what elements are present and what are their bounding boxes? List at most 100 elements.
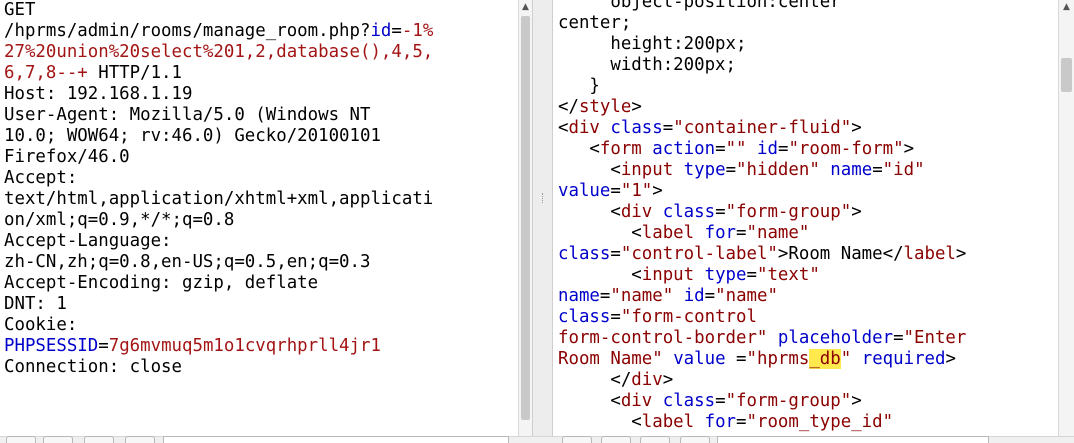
response-token: value: [558, 181, 611, 201]
toolbar-button[interactable]: [562, 436, 592, 443]
toolbar-button[interactable]: [680, 436, 710, 443]
response-line: <label for="name": [558, 223, 966, 244]
pane-divider[interactable]: [532, 0, 553, 443]
request-editor[interactable]: GET/hprms/admin/rooms/manage_room.php?id…: [4, 0, 433, 378]
response-token: required: [861, 349, 946, 369]
response-token: >: [851, 202, 862, 222]
request-line: PHPSESSID=7g6mvmuq5m1o1cvqrhprll4jr1: [4, 336, 433, 357]
request-token: Accept:: [4, 168, 78, 188]
response-token: label: [641, 223, 695, 243]
response-token: [694, 265, 704, 285]
response-token: =: [746, 265, 757, 285]
response-token: >: [652, 181, 663, 201]
scroll-thumb[interactable]: [1061, 58, 1072, 92]
scroll-thumb[interactable]: [521, 16, 530, 420]
response-token: =: [872, 160, 883, 180]
response-token: =: [736, 412, 747, 432]
response-token: class: [662, 391, 716, 411]
request-line: GET: [4, 0, 433, 21]
response-token: "form-group": [725, 391, 852, 411]
response-token: "room_type_id": [746, 412, 894, 432]
response-token: name: [558, 286, 600, 306]
response-token: height:200px;: [558, 34, 747, 54]
scroll-up-arrow-icon[interactable]: ▲: [522, 2, 529, 12]
response-token: object-position:center: [558, 0, 841, 12]
response-token: [851, 349, 861, 369]
response-token: type: [704, 265, 747, 285]
request-line: Cookie:: [4, 315, 433, 336]
response-line: name="name" id="name": [558, 286, 966, 307]
divider-grip-icon[interactable]: [542, 193, 544, 203]
response-scrollbar[interactable]: ▲: [1058, 0, 1074, 443]
response-token: Room Name": [558, 349, 663, 369]
response-token: input: [620, 160, 674, 180]
response-token: _db: [809, 349, 841, 369]
response-token: class: [662, 202, 716, 222]
response-token: class: [558, 244, 611, 264]
response-token: "hprms: [746, 349, 810, 369]
request-pane[interactable]: GET/hprms/admin/rooms/manage_room.php?id…: [0, 0, 518, 443]
request-scrollbar[interactable]: ▲: [518, 0, 532, 443]
toolbar-button[interactable]: [84, 436, 114, 443]
response-token: class: [558, 307, 611, 327]
toolbar-button[interactable]: [6, 436, 36, 443]
request-line: Accept-Encoding: gzip, deflate: [4, 273, 433, 294]
response-token: [600, 118, 610, 138]
response-token: =: [610, 307, 621, 327]
response-line: object-position:center: [558, 0, 966, 13]
request-line: DNT: 1: [4, 294, 433, 315]
response-line: class="control-label">Room Name</label>: [558, 244, 966, 265]
scroll-up-arrow-icon[interactable]: ▲: [1063, 2, 1070, 12]
search-input[interactable]: [163, 436, 509, 443]
response-token: }: [558, 76, 600, 96]
response-token: "id": [882, 160, 925, 180]
request-token: Accept-Language:: [4, 231, 172, 251]
response-token: form: [599, 139, 642, 159]
response-token: div: [631, 370, 663, 390]
response-line: <div class="form-group">: [558, 202, 966, 223]
request-token: 7g6mvmuq5m1o1cvqrhprll4jr1: [108, 336, 381, 356]
response-line: width:200px;: [558, 55, 966, 76]
response-line: </div>: [558, 370, 966, 391]
request-token: Accept-Encoding: gzip, deflate: [4, 273, 319, 293]
response-token: action: [652, 139, 716, 159]
request-line: 6,7,8--+ HTTP/1.1: [4, 63, 433, 84]
response-line: value="1">: [558, 181, 966, 202]
response-token: value: [673, 349, 726, 369]
response-token: <: [558, 391, 621, 411]
response-token: input: [641, 265, 695, 285]
response-line: height:200px;: [558, 34, 966, 55]
response-token: <: [558, 412, 642, 432]
toolbar-button[interactable]: [125, 436, 155, 443]
response-token: =: [715, 139, 726, 159]
response-token: [673, 286, 683, 306]
toolbar-button[interactable]: [601, 436, 631, 443]
response-token: >: [851, 391, 862, 411]
request-token: Connection: close: [4, 357, 182, 377]
response-line: <input type="hidden" name="id": [558, 160, 966, 181]
request-token: =: [98, 336, 109, 356]
response-line: center;: [558, 13, 966, 34]
response-token: =: [715, 202, 726, 222]
toolbar-button[interactable]: [43, 436, 73, 443]
response-token: =: [610, 244, 621, 264]
request-token: -1%: [401, 21, 434, 41]
response-line: form-control-border" placeholder="Enter: [558, 328, 966, 349]
response-token: =: [725, 349, 747, 369]
toolbar-button[interactable]: [640, 436, 670, 443]
response-token: "room-form": [788, 139, 904, 159]
response-token: "1": [620, 181, 653, 201]
request-token: zh-CN,zh;q=0.8,en-US;q=0.5,en;q=0.3: [4, 252, 371, 272]
request-line: Accept:: [4, 168, 433, 189]
response-token: =: [893, 328, 904, 348]
response-token: width:200px;: [558, 55, 736, 75]
response-token: </: [558, 370, 632, 390]
response-token: "name": [610, 286, 674, 306]
response-token: >Room Name</: [777, 244, 904, 264]
search-input[interactable]: [717, 436, 989, 443]
response-token: id: [683, 286, 705, 306]
response-token: label: [903, 244, 956, 264]
request-token: 27%20union%20select%201,2,database(),4,5…: [4, 42, 434, 62]
